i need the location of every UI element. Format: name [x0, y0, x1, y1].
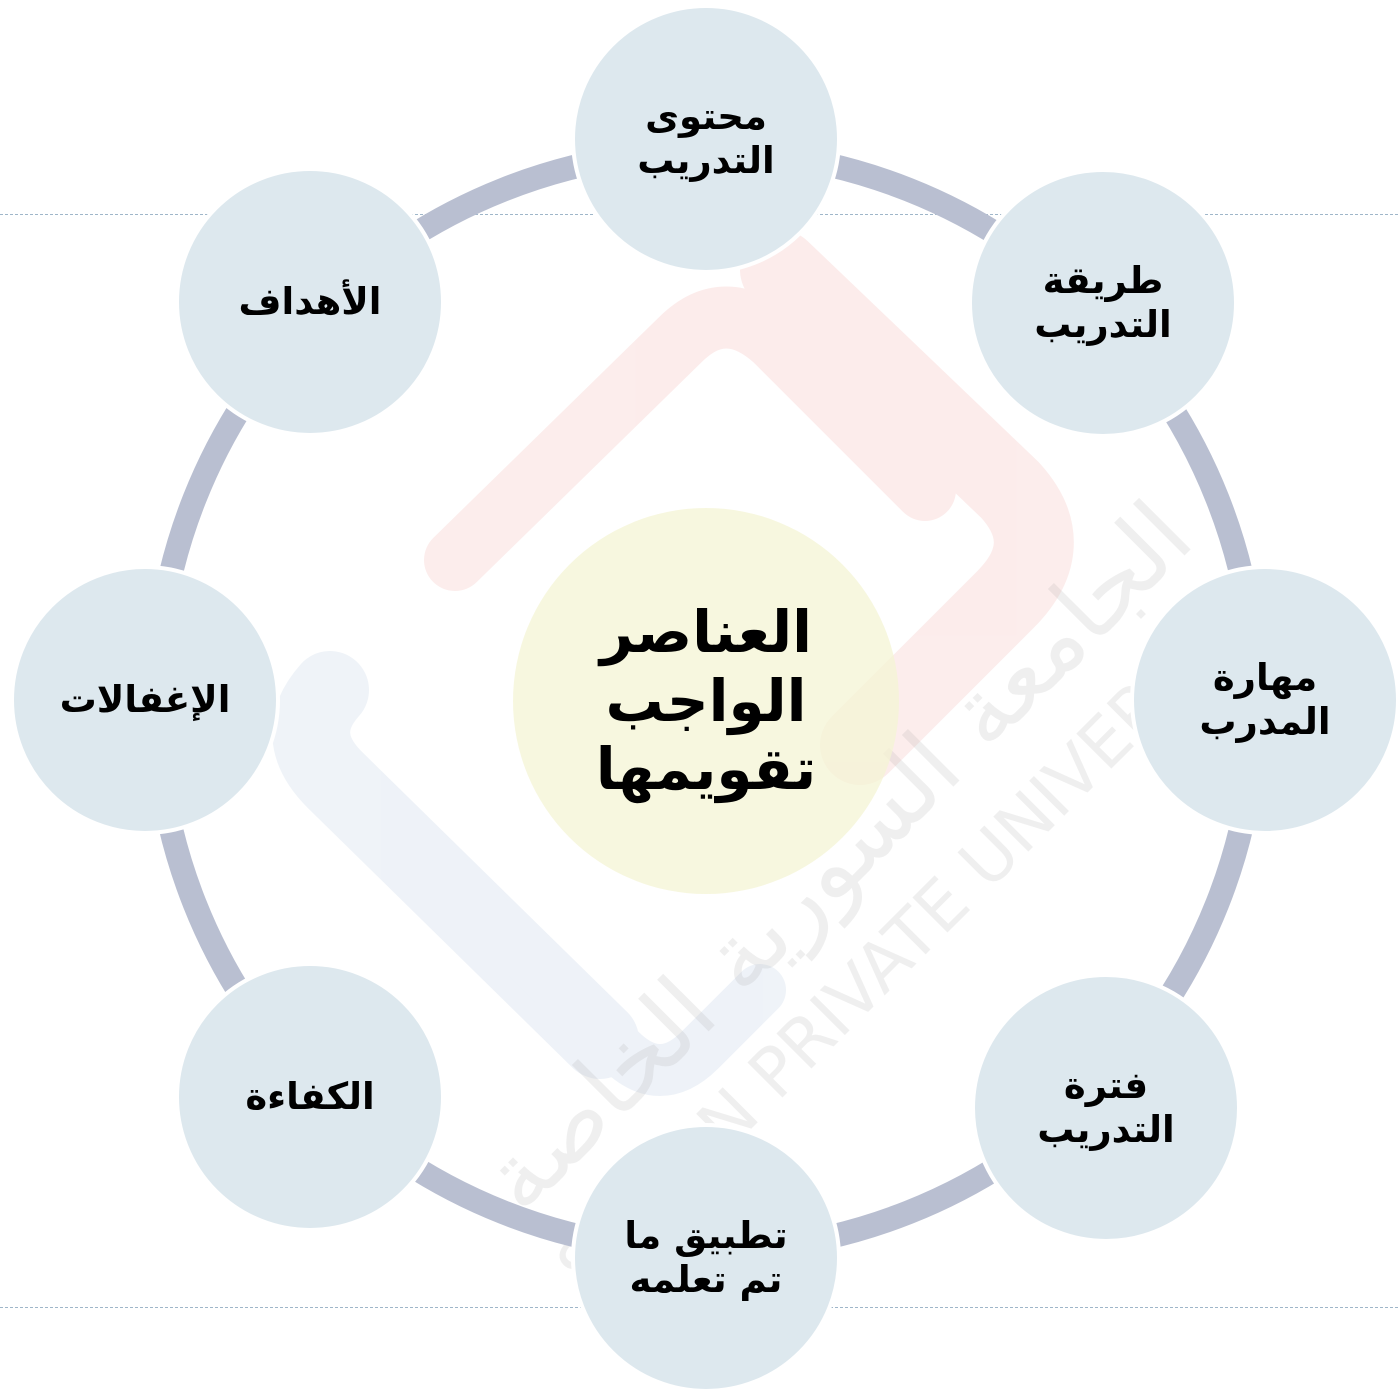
node-competence: الكفاءة	[175, 962, 445, 1232]
node-applying-learned: تطبيق ما تم تعلمه	[571, 1123, 841, 1393]
node-training-method: طريقة التدريب	[968, 168, 1238, 438]
center-circle: العناصر الواجب تقويمها	[513, 508, 899, 894]
node-label: الإغفالات	[59, 677, 231, 721]
node-label: تطبيق ما تم تعلمه	[624, 1213, 788, 1301]
node-label: الكفاءة	[245, 1074, 375, 1118]
node-label: فترة التدريب	[1037, 1063, 1175, 1151]
node-label: طريقة التدريب	[1034, 258, 1172, 346]
node-objectives: الأهداف	[175, 167, 445, 437]
node-training-period: فترة التدريب	[971, 973, 1241, 1243]
node-label: محتوى التدريب	[637, 94, 775, 182]
node-training-content: محتوى التدريب	[571, 4, 841, 274]
center-label: العناصر الواجب تقويمها	[595, 598, 817, 804]
node-emotions: الإغفالات	[10, 565, 280, 835]
node-trainer-skill: مهارة المدرب	[1130, 565, 1398, 835]
node-label: مهارة المدرب	[1199, 655, 1331, 743]
node-label: الأهداف	[238, 279, 382, 323]
